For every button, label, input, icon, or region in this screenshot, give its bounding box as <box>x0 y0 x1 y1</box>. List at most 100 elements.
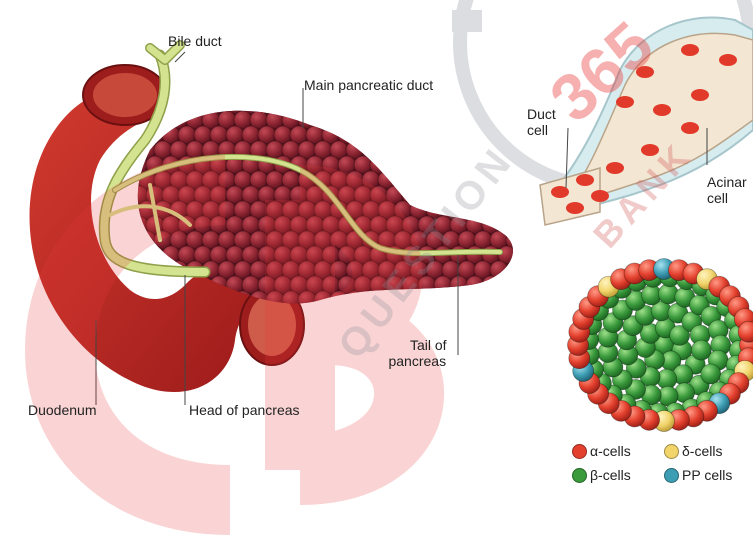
pancreas-lobule <box>458 291 476 309</box>
duodenum-label: Duodenum <box>28 402 97 418</box>
pancreas-lobule <box>130 276 148 294</box>
pancreas-lobule <box>434 276 452 294</box>
duct-cell-label-line2: cell <box>527 122 556 138</box>
acinar-cell-label: Acinar cell <box>707 174 747 206</box>
pancreas-lobule <box>482 276 500 294</box>
pancreas-lobule <box>378 111 396 129</box>
pancreas-lobule <box>306 96 324 114</box>
acinar-cell-nucleus <box>576 174 594 186</box>
pancreas-lobule <box>506 291 524 309</box>
acinar-cell-nucleus <box>719 54 737 66</box>
legend-item-beta: β-cells <box>572 467 631 483</box>
pancreas-lobule <box>474 291 492 309</box>
pancreas-lobule <box>410 141 428 159</box>
delta-cell-swatch <box>664 444 679 459</box>
legend-label-beta: β-cells <box>590 467 631 483</box>
pancreas-lobule <box>354 96 372 114</box>
pancreas-lobule <box>514 216 532 234</box>
pancreas-lobule <box>370 126 388 144</box>
pancreas-lobule <box>258 96 276 114</box>
pancreas-lobule <box>362 111 380 129</box>
pancreas-lobule <box>330 111 348 129</box>
pancreas-lobule <box>426 171 444 189</box>
pancreas-lobule <box>194 96 212 114</box>
pancreas-lobule <box>498 216 516 234</box>
pancreas-lobule <box>442 141 460 159</box>
pancreas-lobule <box>386 126 404 144</box>
pancreas-lobule <box>426 111 444 129</box>
acinar-cell-nucleus <box>591 190 609 202</box>
pancreas-lobule <box>466 276 484 294</box>
pancreas-lobule <box>346 111 364 129</box>
pancreas-lobule <box>506 201 524 219</box>
legend-item-delta: δ-cells <box>664 443 722 459</box>
acinar-cell-nucleus <box>691 89 709 101</box>
tail-label-line1: Tail of <box>388 337 447 353</box>
pancreas-lobule <box>498 276 516 294</box>
alpha-cell-swatch <box>572 444 587 459</box>
pancreas-lobule <box>514 246 532 264</box>
pancreas-lobule <box>338 96 356 114</box>
pancreas-lobule <box>410 171 428 189</box>
pancreas-lobule <box>370 96 388 114</box>
pancreas-lobule <box>410 111 428 129</box>
main-pancreatic-duct-label: Main pancreatic duct <box>304 77 433 93</box>
legend-label-delta: δ-cells <box>682 443 722 459</box>
pancreas-lobule <box>210 96 228 114</box>
pancreas-lobule <box>402 96 420 114</box>
islet-legend: α-cells δ-cells β-cells PP cells <box>572 443 752 493</box>
pancreas-lobule <box>290 96 308 114</box>
pancreas-lobule <box>498 96 516 114</box>
legend-item-pp: PP cells <box>664 467 732 483</box>
pancreas-lobule <box>418 126 436 144</box>
tail-label-line2: pancreas <box>388 353 447 369</box>
acinar-cell-label-line1: Acinar <box>707 174 747 190</box>
islet-of-langerhans <box>568 259 753 432</box>
acinar-cell-nucleus <box>566 202 584 214</box>
pancreas-lobule <box>506 111 524 129</box>
pancreas-lobule <box>434 156 452 174</box>
pancreas-lobule <box>426 291 444 309</box>
acinar-cell-label-line2: cell <box>707 190 747 206</box>
pancreas-lobule <box>394 141 412 159</box>
pancreas-lobule <box>450 276 468 294</box>
pancreas-lobule <box>434 96 452 114</box>
pancreas-lobule <box>506 261 524 279</box>
pp-cell-swatch <box>664 468 679 483</box>
acinar-cell-nucleus <box>653 104 671 116</box>
pancreas-lobule <box>442 291 460 309</box>
pancreas-lobule <box>434 126 452 144</box>
pancreas-lobule <box>442 111 460 129</box>
pancreas-lobule <box>146 246 164 264</box>
head-of-pancreas-label: Head of pancreas <box>189 402 300 418</box>
pancreas-lobule <box>490 291 508 309</box>
pancreas-lobule <box>418 96 436 114</box>
pancreas-lobule <box>450 126 468 144</box>
pancreas-lobule <box>354 126 372 144</box>
pancreas-lobule <box>378 141 396 159</box>
legend-label-alpha: α-cells <box>590 443 631 459</box>
acinar-cell-nucleus <box>681 44 699 56</box>
pancreas-lobule <box>386 156 404 174</box>
pancreas-lobule <box>274 96 292 114</box>
pancreas-lobule <box>178 96 196 114</box>
pancreas-lobule <box>402 126 420 144</box>
beta-cell-swatch <box>572 468 587 483</box>
duct-cell-label: Duct cell <box>527 106 556 138</box>
pancreas-lobule <box>514 186 532 204</box>
pancreas-lobule <box>418 186 436 204</box>
pancreas-lobule <box>514 276 532 294</box>
pancreas-lobule <box>402 156 420 174</box>
acinar-cell-nucleus <box>681 122 699 134</box>
acinar-cell-nucleus <box>606 162 624 174</box>
tail-of-pancreas-label: Tail of pancreas <box>388 337 447 369</box>
duct-cell-label-line1: Duct <box>527 106 556 122</box>
pancreas-lobule <box>162 276 180 294</box>
pancreas-lobule <box>146 276 164 294</box>
pancreas-lobule <box>394 171 412 189</box>
legend-label-pp: PP cells <box>682 467 732 483</box>
pancreas-lobule <box>386 96 404 114</box>
pancreas-lobule <box>322 96 340 114</box>
legend-item-alpha: α-cells <box>572 443 631 459</box>
pancreas-lobule <box>426 141 444 159</box>
